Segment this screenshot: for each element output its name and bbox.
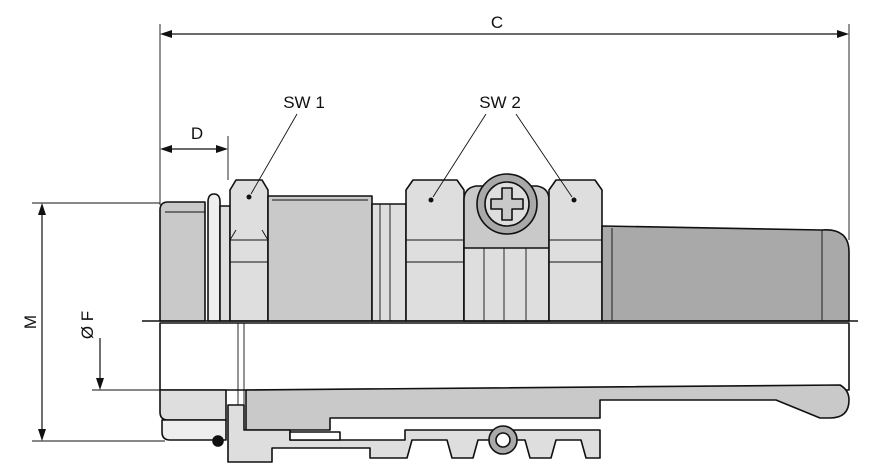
- dimension-m: M: [21, 203, 46, 441]
- sw2-hex-nut-left: [405, 179, 465, 322]
- sw1-marker-dot: [246, 194, 252, 200]
- dimension-label-m: M: [21, 315, 40, 329]
- gland-section-view: [159, 322, 850, 463]
- body-ring-groove: [371, 203, 407, 322]
- dimension-f: Ø F: [78, 311, 104, 390]
- o-ring-section: [212, 435, 224, 447]
- label-sw1: SW 1: [283, 93, 325, 112]
- strain-relief-sleeve: [601, 225, 850, 322]
- sw2-marker-dot-left: [428, 197, 434, 203]
- gland-body: [267, 195, 373, 322]
- phillips-screw-icon: [490, 187, 524, 221]
- dimension-label-c: C: [491, 13, 503, 32]
- inner-clearance: [289, 431, 341, 441]
- sealing-insert-section: [245, 384, 850, 431]
- thread-section: [159, 201, 206, 322]
- sw1-hex-nut: [229, 179, 269, 322]
- label-sw2: SW 2: [479, 93, 521, 112]
- sw2-marker-dot-right: [571, 197, 577, 203]
- thread-wall-section: [159, 389, 227, 421]
- gland-exterior-view: [159, 173, 850, 322]
- dimension-label-d: D: [191, 124, 203, 143]
- leader-lines: [250, 113, 573, 198]
- dimension-c: C: [160, 13, 849, 38]
- o-ring-seal: [207, 193, 221, 322]
- clamp-lower-face: [463, 247, 550, 322]
- cable-bore: [159, 322, 850, 391]
- dimension-d: D: [160, 124, 228, 153]
- dimension-label-f: Ø F: [78, 311, 97, 339]
- flange-ring: [219, 205, 231, 322]
